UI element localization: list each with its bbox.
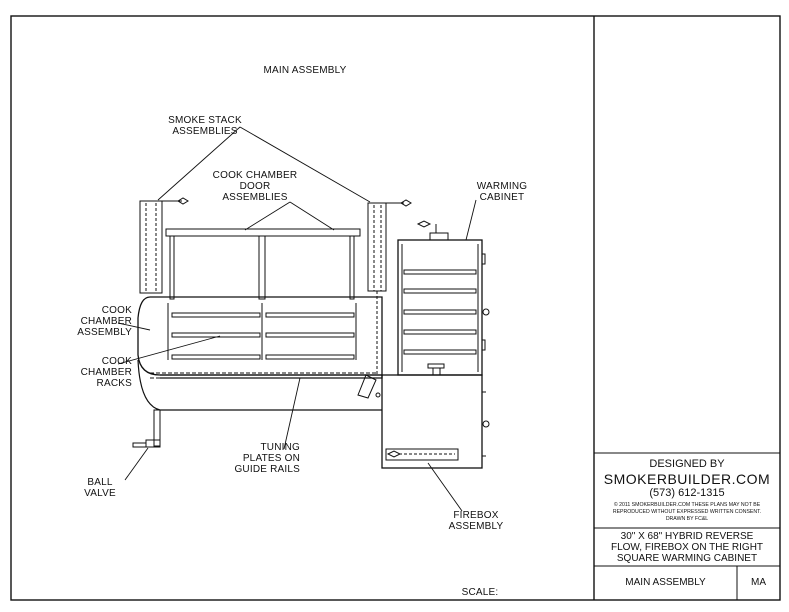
- cook-chamber-doors: [165, 228, 361, 300]
- smoke-stack-left: [139, 197, 189, 294]
- copyright-line-1: © 2011 SMOKERBUILDER.COM THESE PLANS MAY…: [613, 502, 761, 508]
- sheet-border: [10, 15, 781, 601]
- smoke-stack-right: [367, 199, 412, 375]
- copyright-line-3: DRAWN BY FC&L: [665, 516, 709, 522]
- designed-by-label: DESIGNED BY: [649, 458, 725, 470]
- company-phone: (573) 612-1315: [649, 487, 725, 499]
- cook-chamber-racks: [167, 303, 357, 360]
- description-line-1: 30" X 68" HYBRID REVERSE: [620, 531, 754, 542]
- leader-lines: [117, 126, 477, 512]
- warming-cabinet: [397, 220, 490, 376]
- chamber-handle: [357, 374, 381, 399]
- firebox: [381, 374, 490, 469]
- company-name: SMOKERBUILDER.COM: [603, 471, 771, 487]
- drawing-name: MAIN ASSEMBLY: [625, 577, 706, 588]
- drawing-code: MA: [751, 577, 766, 588]
- ball-valve: [132, 409, 161, 448]
- title-block-frame: [594, 452, 780, 600]
- description-line-3: SQUARE WARMING CABINET: [616, 553, 758, 564]
- description-line-2: FLOW, FIREBOX ON THE RIGHT: [610, 542, 764, 553]
- sheet-title: MAIN ASSEMBLY: [263, 65, 347, 76]
- copyright-line-2: REPRODUCED WITHOUT EXPRESSED WRITTEN CON…: [612, 509, 762, 515]
- scale-label: SCALE:: [461, 587, 499, 598]
